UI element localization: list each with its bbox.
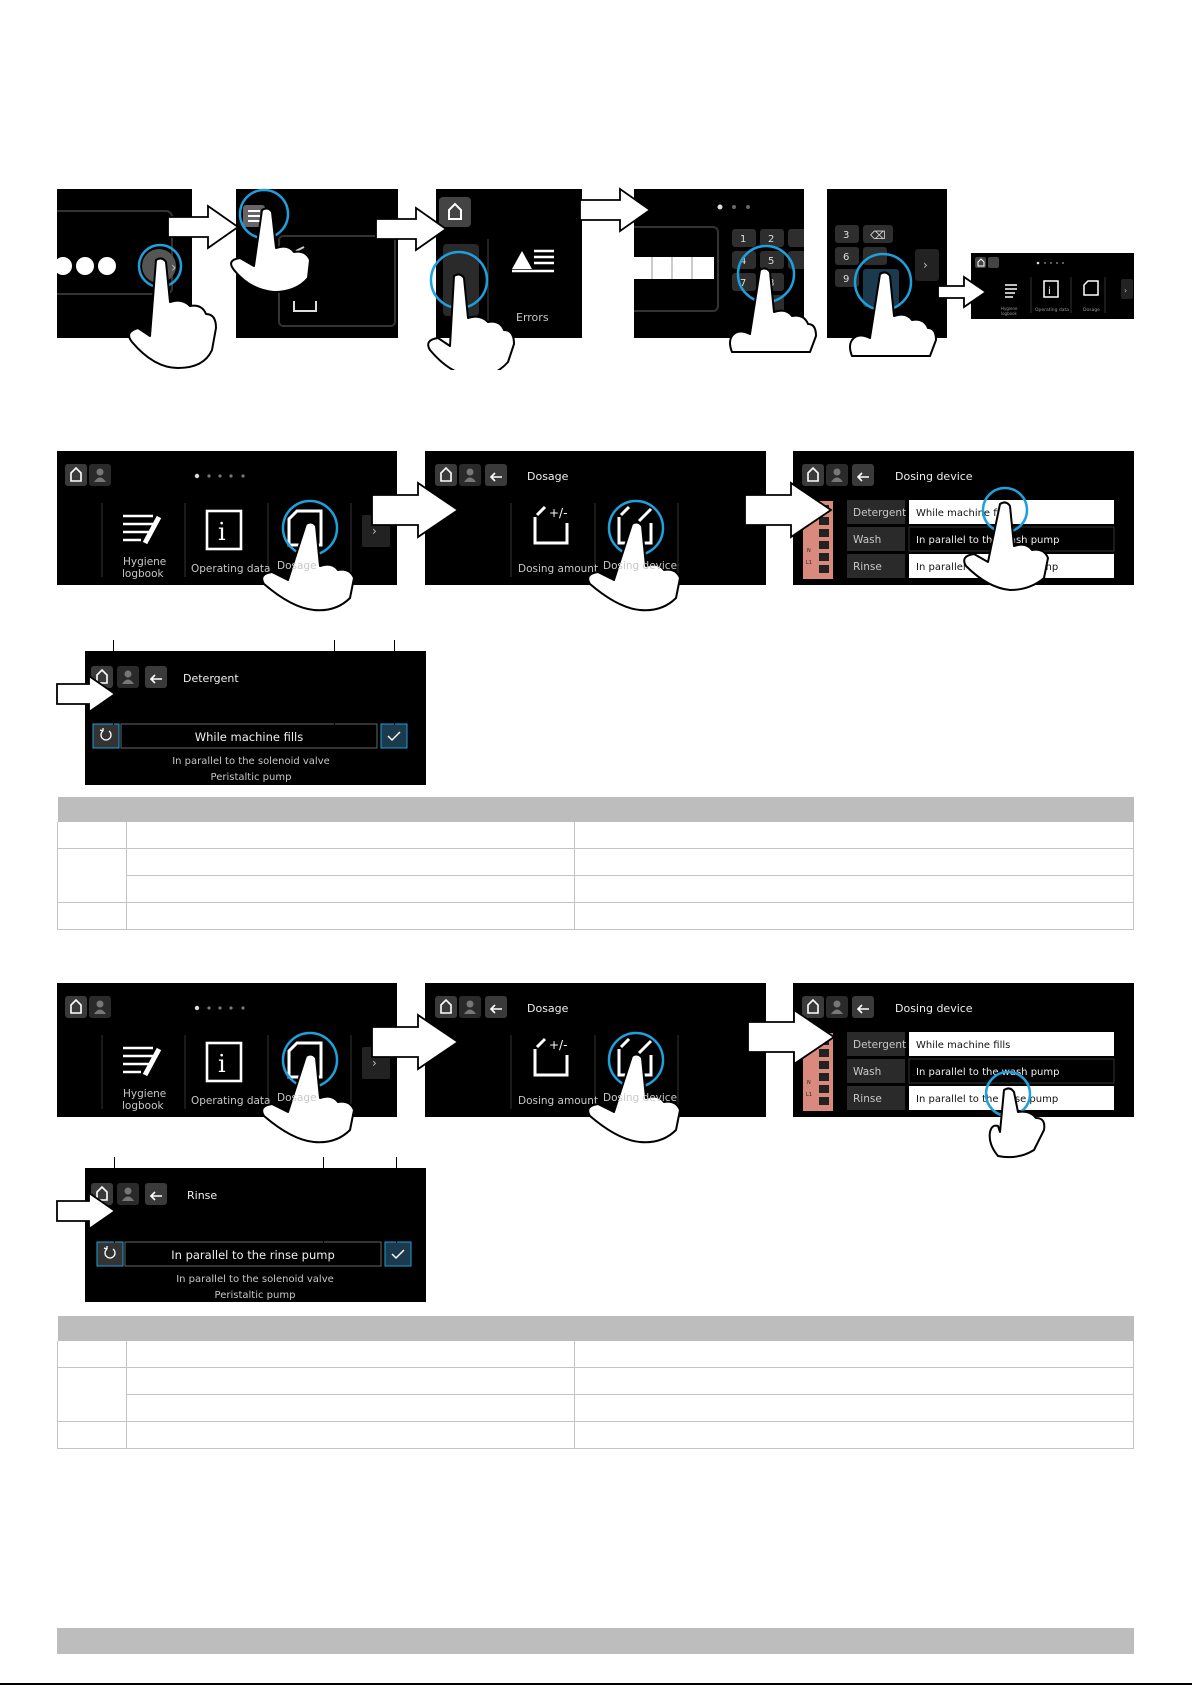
tank-icon: [293, 301, 317, 312]
svg-text:7: 7: [740, 278, 746, 289]
dosing-device-screen: Dosing device N L1 Detergent While machi…: [793, 451, 1134, 585]
step6-menu-small-screen: i Hygiene logbook Operating data Dosage …: [971, 253, 1134, 319]
menu-screen: i › Hygiene logbook Operating data: [57, 451, 397, 585]
svg-text:N: N: [807, 1080, 811, 1086]
row3-overlays: Dosage Dosing device: [261, 1008, 1046, 1159]
svg-text:While machine fills: While machine fills: [916, 1040, 1010, 1051]
svg-text:Peristaltic pump: Peristaltic pump: [215, 1290, 296, 1301]
svg-text:6: 6: [843, 252, 849, 263]
row2-overlays: Dosage Dosing device: [261, 481, 1049, 612]
hand-icon: [128, 257, 217, 369]
svg-text:Operating data: Operating data: [191, 563, 270, 575]
dosing-amount-icon: [533, 505, 569, 545]
svg-text:›: ›: [923, 258, 928, 272]
callout-line: [113, 640, 114, 725]
svg-text:Rinse: Rinse: [187, 1189, 217, 1202]
svg-text:In parallel to the wash pump: In parallel to the wash pump: [916, 1067, 1059, 1078]
svg-text:+/-: +/-: [549, 1038, 567, 1052]
svg-text:Dosing amount: Dosing amount: [518, 1095, 598, 1107]
dot-icon: [57, 257, 72, 275]
svg-text:Detergent: Detergent: [183, 672, 239, 685]
reset-button: [92, 723, 120, 749]
footer-bar: [57, 1628, 1134, 1654]
svg-text:Peristaltic pump: Peristaltic pump: [211, 772, 292, 783]
dosage-screen: Dosage +/- Dosing amount: [425, 451, 766, 585]
back-button: [485, 464, 507, 486]
svg-text:logbook: logbook: [122, 1100, 165, 1112]
svg-text:i: i: [218, 518, 226, 546]
dosage-screen-2: Dosage +/- Dosing amount: [425, 983, 766, 1117]
detergent-select-screen: Detergent While machine fills In paralle…: [85, 651, 426, 785]
step4-code-screen: 1 2 4 5 7 8 0: [634, 189, 804, 338]
svg-text:4: 4: [740, 256, 746, 267]
svg-text:While machine fills: While machine fills: [916, 508, 1010, 519]
callout-line: [394, 640, 395, 725]
svg-text:1: 1: [740, 234, 746, 245]
svg-text:logbook: logbook: [1001, 311, 1018, 316]
svg-text:N: N: [807, 548, 811, 554]
confirm-button: [380, 723, 408, 749]
svg-text:In parallel to the solenoid va: In parallel to the solenoid valve: [172, 756, 330, 767]
svg-text:⌫: ⌫: [870, 229, 886, 242]
rinse-select-screen: Rinse In parallel to the rinse pump In p…: [85, 1168, 426, 1302]
errors-label: Errors: [516, 311, 549, 324]
svg-text:›: ›: [1124, 286, 1127, 295]
svg-text:Hygiene: Hygiene: [123, 556, 166, 568]
svg-text:Dosing device: Dosing device: [895, 1002, 973, 1015]
callout-line: [334, 640, 335, 733]
svg-text:›: ›: [171, 260, 177, 276]
svg-text:logbook: logbook: [122, 568, 165, 580]
svg-text:Detergent: Detergent: [853, 507, 906, 519]
svg-text:›: ›: [372, 524, 377, 538]
operating-data-icon: [205, 509, 243, 551]
dosage-title: Dosage: [527, 470, 569, 483]
row1-overlays: [128, 187, 988, 370]
svg-text:Dosage: Dosage: [277, 560, 317, 572]
svg-text:Dosing device: Dosing device: [603, 1092, 677, 1104]
svg-text:i: i: [218, 1050, 226, 1078]
svg-text:Dosage: Dosage: [527, 1002, 569, 1015]
hygiene-logbook-icon: [123, 514, 162, 545]
svg-text:Detergent: Detergent: [853, 1039, 906, 1051]
svg-text:Hygiene: Hygiene: [1001, 306, 1018, 311]
svg-text:Dosage: Dosage: [1083, 307, 1100, 313]
svg-text:While machine fills: While machine fills: [195, 730, 303, 744]
svg-text:In parallel to the wash pump: In parallel to the wash pump: [916, 535, 1059, 546]
svg-text:L1: L1: [806, 1092, 812, 1098]
bottom-rule: [0, 1683, 1192, 1685]
step1-info-screen: i ›: [57, 189, 192, 338]
svg-text:+/-: +/-: [549, 506, 567, 520]
menu-screen-2: i › Hygiene logbook Operating data: [57, 983, 397, 1117]
svg-text:Dosing amount: Dosing amount: [518, 563, 598, 575]
svg-text:Rinse: Rinse: [853, 1093, 882, 1105]
svg-text:Rinse: Rinse: [853, 561, 882, 573]
svg-text:Operating data: Operating data: [191, 1095, 270, 1107]
svg-text:Dosage: Dosage: [277, 1092, 317, 1104]
svg-text:Wash: Wash: [853, 1066, 881, 1078]
svg-text:›: ›: [372, 1056, 377, 1070]
svg-text:Operating data: Operating data: [1035, 307, 1069, 313]
svg-text:Wash: Wash: [853, 534, 881, 546]
svg-text:9: 9: [843, 274, 849, 285]
svg-text:5: 5: [768, 256, 774, 267]
svg-text:In parallel to the rinse pump: In parallel to the rinse pump: [171, 1248, 335, 1262]
svg-text:Dosing device: Dosing device: [603, 560, 677, 572]
svg-text:Hygiene: Hygiene: [123, 1088, 166, 1100]
svg-text:3: 3: [843, 230, 849, 241]
svg-text:2: 2: [768, 234, 774, 245]
svg-text:In parallel to the solenoid va: In parallel to the solenoid valve: [176, 1274, 334, 1285]
svg-text:L1: L1: [806, 560, 812, 566]
legend-table-1: [57, 797, 1134, 930]
error-icon: [512, 251, 532, 269]
svg-text:i: i: [1048, 286, 1051, 297]
legend-table-2: [57, 1316, 1134, 1449]
svg-text:Dosing device: Dosing device: [895, 470, 973, 483]
home-icon: [448, 202, 462, 220]
